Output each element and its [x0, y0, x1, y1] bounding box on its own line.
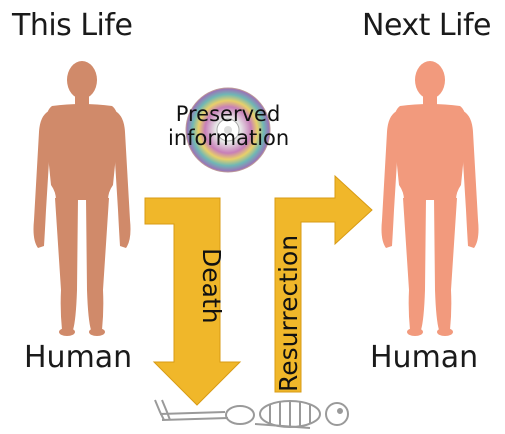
right-human-label: Human [370, 340, 478, 375]
next-life-title: Next Life [362, 8, 491, 43]
right-human-figure [382, 61, 479, 336]
resurrection-label: Resurrection [274, 235, 303, 392]
left-human-figure [34, 61, 131, 336]
disc-line-2: information [168, 126, 288, 150]
skeleton-icon [155, 400, 348, 428]
preserved-information-label: Preserved information [168, 102, 288, 150]
death-label: Death [197, 248, 226, 324]
left-human-label: Human [24, 340, 132, 375]
disc-line-1: Preserved [168, 102, 288, 126]
this-life-title: This Life [12, 8, 132, 43]
